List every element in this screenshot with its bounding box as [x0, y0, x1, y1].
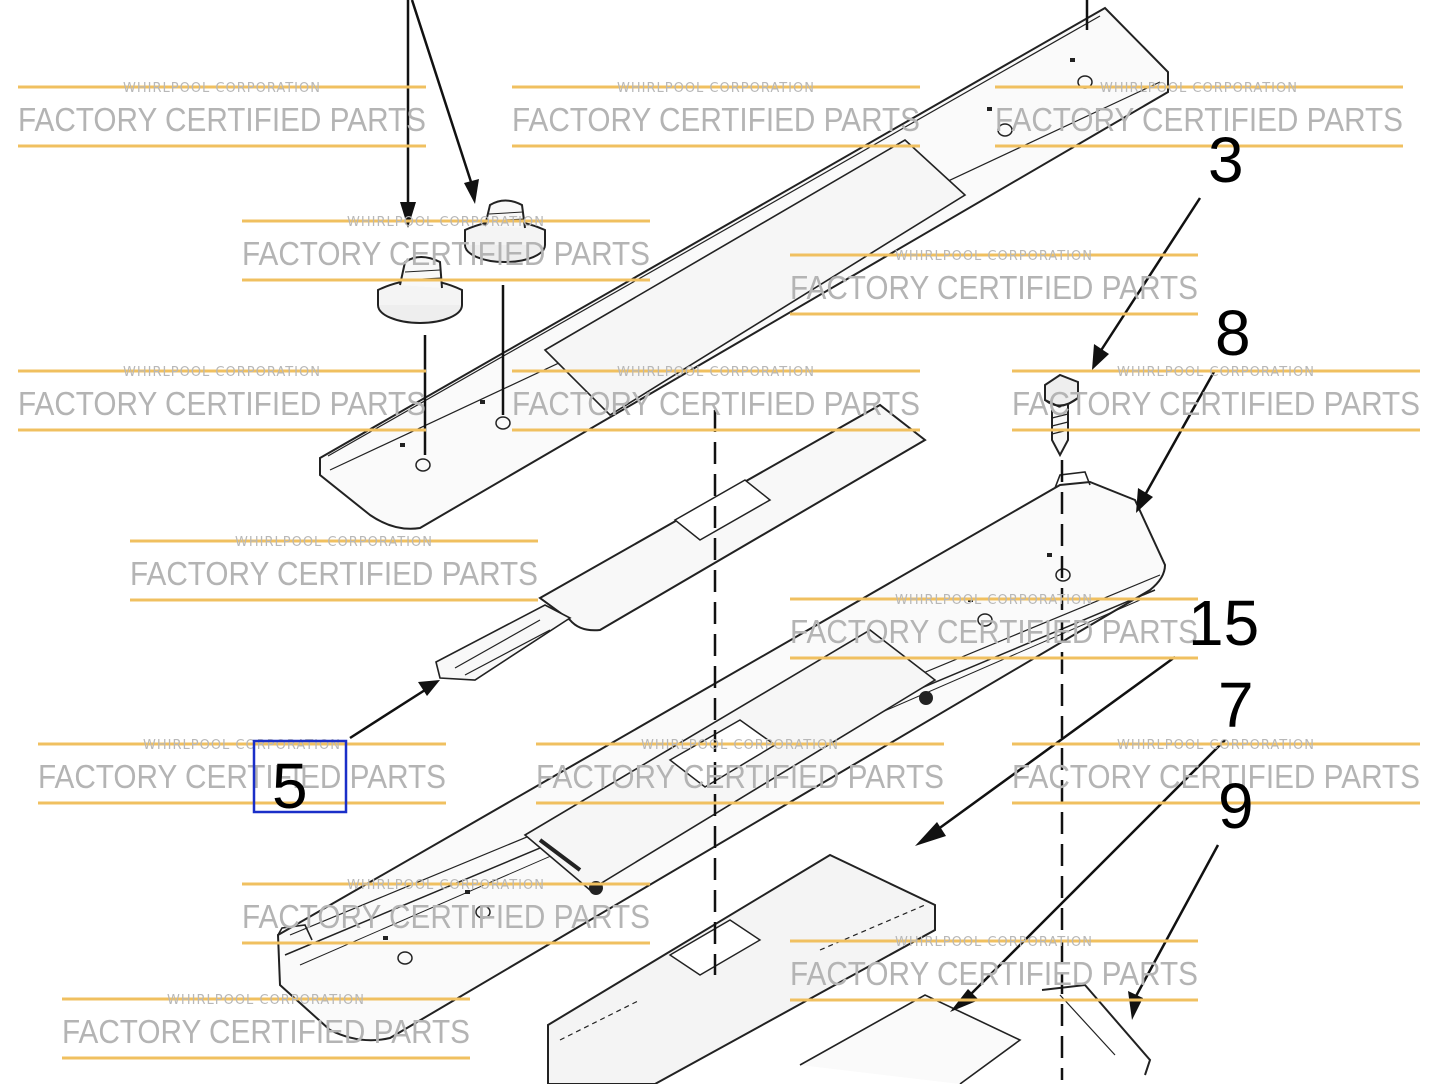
watermark-stamp: WHIRLPOOL CORPORATION FACTORY CERTIFIED P…	[536, 738, 944, 805]
watermark-stamp: WHIRLPOOL CORPORATION FACTORY CERTIFIED P…	[1012, 365, 1420, 432]
control-panel-main	[276, 471, 1167, 1042]
watermark-company: WHIRLPOOL CORPORATION	[895, 593, 1093, 608]
watermark-company: WHIRLPOOL CORPORATION	[347, 878, 545, 893]
watermark-company: WHIRLPOOL CORPORATION	[123, 81, 321, 96]
callout-7: 7	[1218, 669, 1254, 741]
watermark-company: WHIRLPOOL CORPORATION	[1100, 81, 1298, 96]
watermark-tagline: FACTORY CERTIFIED PARTS	[512, 101, 920, 138]
watermark-tagline: FACTORY CERTIFIED PARTS	[130, 555, 538, 592]
watermark-tagline: FACTORY CERTIFIED PARTS	[995, 101, 1403, 138]
watermark-tagline: FACTORY CERTIFIED PARTS	[18, 385, 426, 422]
selected-callout-box[interactable]	[252, 739, 348, 814]
watermark-company: WHIRLPOOL CORPORATION	[235, 535, 433, 550]
watermark-stamp: WHIRLPOOL CORPORATION FACTORY CERTIFIED P…	[512, 365, 920, 432]
watermark-company: WHIRLPOOL CORPORATION	[617, 81, 815, 96]
callout-5[interactable]: 5	[272, 750, 308, 822]
watermark-stamp: WHIRLPOOL CORPORATION FACTORY CERTIFIED P…	[790, 249, 1198, 316]
watermark-stamp: WHIRLPOOL CORPORATION FACTORY CERTIFIED P…	[512, 81, 920, 148]
control-panel-top	[319, 6, 1169, 530]
watermark-stamp: WHIRLPOOL CORPORATION FACTORY CERTIFIED P…	[790, 593, 1198, 660]
watermark-tagline: FACTORY CERTIFIED PARTS	[1012, 758, 1420, 795]
watermark-stamp: WHIRLPOOL CORPORATION FACTORY CERTIFIED P…	[1012, 738, 1420, 805]
control-board	[547, 853, 1022, 1084]
watermark-tagline: FACTORY CERTIFIED PARTS	[242, 235, 650, 272]
watermark-tagline: FACTORY CERTIFIED PARTS	[512, 385, 920, 422]
alignment-lines	[713, 410, 1064, 1080]
watermark-tagline: FACTORY CERTIFIED PARTS	[790, 955, 1198, 992]
watermark-tagline: FACTORY CERTIFIED PARTS	[790, 613, 1198, 650]
watermark-company: WHIRLPOOL CORPORATION	[895, 249, 1093, 264]
watermark-company: WHIRLPOOL CORPORATION	[895, 935, 1093, 950]
bracket-part	[1041, 983, 1152, 1076]
watermark-tagline: FACTORY CERTIFIED PARTS	[38, 758, 446, 795]
watermark-company: WHIRLPOOL CORPORATION	[167, 993, 365, 1008]
membrane-overlay	[435, 403, 927, 681]
watermark-tagline: FACTORY CERTIFIED PARTS	[536, 758, 944, 795]
watermark-stamp: WHIRLPOOL CORPORATION FACTORY CERTIFIED P…	[790, 935, 1198, 1002]
watermark-tagline: FACTORY CERTIFIED PARTS	[790, 269, 1198, 306]
leader-arrows	[349, 0, 1226, 1001]
watermark-stamp: WHIRLPOOL CORPORATION FACTORY CERTIFIED P…	[18, 81, 426, 148]
callout-15: 15	[1188, 587, 1259, 659]
callout-9: 9	[1218, 770, 1254, 842]
watermark-stamp: WHIRLPOOL CORPORATION FACTORY CERTIFIED P…	[18, 365, 426, 432]
watermark-layer: WHIRLPOOL CORPORATION FACTORY CERTIFIED P…	[18, 81, 1420, 1060]
watermark-company: WHIRLPOOL CORPORATION	[1117, 738, 1315, 753]
watermark-stamp: WHIRLPOOL CORPORATION FACTORY CERTIFIED P…	[995, 81, 1403, 148]
callout-labels: 3 8 15 7 9 5	[252, 124, 1259, 842]
watermark-company: WHIRLPOOL CORPORATION	[617, 365, 815, 380]
watermark-tagline: FACTORY CERTIFIED PARTS	[62, 1013, 470, 1050]
watermark-stamp: WHIRLPOOL CORPORATION FACTORY CERTIFIED P…	[130, 535, 538, 602]
arrow-heads	[400, 179, 1153, 1020]
watermark-company: WHIRLPOOL CORPORATION	[641, 738, 839, 753]
knob-shafts	[423, 285, 505, 455]
watermark-stamp: WHIRLPOOL CORPORATION FACTORY CERTIFIED P…	[242, 878, 650, 945]
watermark-tagline: FACTORY CERTIFIED PARTS	[242, 898, 650, 935]
watermark-company: WHIRLPOOL CORPORATION	[347, 215, 545, 230]
watermark-stamp: WHIRLPOOL CORPORATION FACTORY CERTIFIED P…	[242, 215, 650, 282]
watermark-company: WHIRLPOOL CORPORATION	[1117, 365, 1315, 380]
callout-3: 3	[1208, 124, 1244, 196]
watermark-stamp: WHIRLPOOL CORPORATION FACTORY CERTIFIED P…	[62, 993, 470, 1060]
callout-8: 8	[1215, 297, 1251, 369]
watermark-tagline: FACTORY CERTIFIED PARTS	[18, 101, 426, 138]
knob-left	[377, 256, 463, 324]
watermark-tagline: FACTORY CERTIFIED PARTS	[1012, 385, 1420, 422]
watermark-company: WHIRLPOOL CORPORATION	[123, 365, 321, 380]
